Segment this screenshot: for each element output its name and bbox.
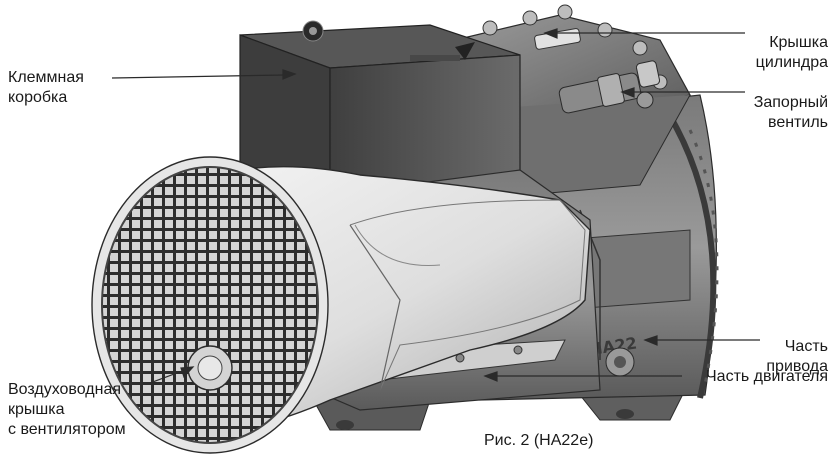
label-line: Часть двигателя [706,368,828,385]
label-line: Крышка [769,34,828,51]
shutoff-valve [558,60,661,114]
air-duct-cover [91,156,329,454]
label-line: Запорный [753,94,828,111]
label-line: Воздуховодная [8,381,122,398]
label-line: цилиндра [755,54,828,71]
label-cylinder-cover: Крышка цилиндра [756,33,828,73]
label-line: коробка [8,89,68,106]
label-line: привода [766,358,828,375]
figure-caption: Рис. 2 (HA22e) [484,432,594,449]
leader-lines [111,28,760,384]
label-line: с вентилятором [8,421,126,438]
label-line: Часть [784,338,828,355]
label-line: вентиль [768,114,828,131]
label-drive-part: Часть привода [766,337,828,377]
label-air-duct-cover: Воздуховодная крышка с вентилятором [8,380,126,440]
label-motor-part: Часть двигателя [706,367,828,387]
label-shutoff-valve: Запорный вентиль [754,93,828,133]
label-line: Клеммная [8,69,84,86]
label-line: крышка [8,401,65,418]
label-terminal-box: Клеммная коробка [8,68,84,108]
